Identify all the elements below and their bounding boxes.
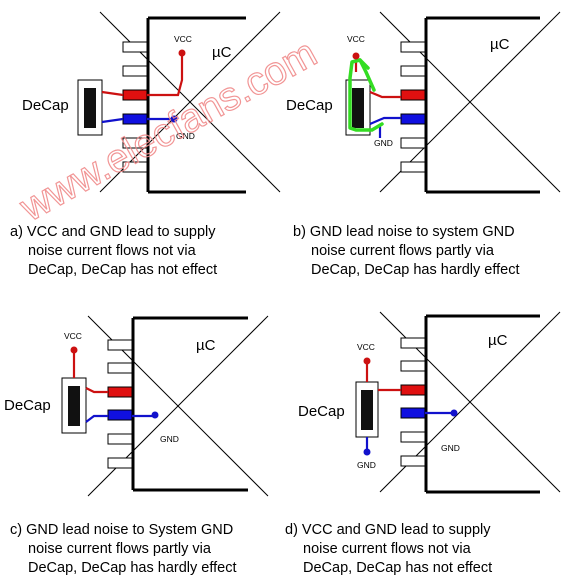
ic-pins: [107, 339, 133, 469]
vcc-node: [70, 346, 78, 354]
caption-line: d) VCC and GND lead to supply: [285, 522, 491, 538]
decap-capacitor: [355, 381, 379, 438]
ic-pins: [400, 337, 426, 467]
panel-b: VCC GND µC DeCap b) GND lead noise to sy…: [286, 11, 561, 278]
gnd-node: [151, 411, 159, 419]
gnd-label: GND: [374, 138, 393, 148]
caption-c: c) GND lead noise to System GND noise cu…: [10, 522, 237, 576]
uc-label: µC: [212, 44, 232, 61]
caption-a: a) VCC and GND lead to supply noise curr…: [10, 224, 217, 278]
caption-line: DeCap, DeCap has not effect: [28, 262, 217, 278]
traces: [101, 55, 184, 124]
microcontroller-body: [379, 11, 561, 194]
gnd-label: GND: [176, 131, 195, 141]
caption-line: DeCap, DeCap has hardly effect: [311, 262, 520, 278]
vcc-node: [178, 49, 186, 57]
caption-line: DeCap, DeCap has hardly effect: [28, 560, 237, 576]
ic-pins: [122, 41, 148, 173]
uc-label: µC: [490, 36, 510, 53]
caption-line: noise current flows not via: [28, 243, 197, 259]
caption-line: noise current flows not via: [303, 541, 472, 557]
decap-label: DeCap: [22, 97, 69, 114]
caption-line: DeCap, DeCap has not effect: [303, 560, 492, 576]
caption-line: c) GND lead noise to System GND: [10, 522, 233, 538]
vcc-label: VCC: [357, 342, 375, 352]
watermark: www.elecfans.com: [12, 31, 324, 231]
vcc-label: VCC: [64, 331, 82, 341]
decap-label: DeCap: [4, 397, 51, 414]
vcc-label: VCC: [347, 34, 365, 44]
gnd-node: [450, 409, 458, 417]
vcc-node: [363, 357, 371, 365]
caption-line: b) GND lead noise to system GND: [293, 224, 515, 240]
caption-b: b) GND lead noise to system GND noise cu…: [293, 224, 520, 278]
decap-capacitor: [77, 79, 103, 136]
traces: [72, 352, 153, 423]
panel-c: VCC GND µC DeCap c) GND lead noise to Sy…: [4, 315, 269, 576]
gnd-node: [363, 448, 371, 456]
decap-label: DeCap: [298, 403, 345, 420]
caption-line: noise current flows partly via: [28, 541, 212, 557]
panel-a: VCC GND µC DeCap a) VCC and GND lead to …: [10, 11, 281, 278]
caption-line: noise current flows partly via: [311, 243, 495, 259]
decap-capacitor: [61, 377, 87, 434]
caption-line: a) VCC and GND lead to supply: [10, 224, 216, 240]
vcc-node: [352, 52, 360, 60]
traces: [365, 364, 452, 450]
uc-label: µC: [196, 337, 216, 354]
uc-label: µC: [488, 332, 508, 349]
vcc-label: VCC: [174, 34, 192, 44]
gnd-node: [170, 115, 178, 123]
ic-pins: [400, 41, 426, 173]
noise-current-path: [348, 58, 384, 132]
panel-d: VCC GND GND µC DeCap d) VCC and GND lead…: [285, 311, 561, 576]
caption-d: d) VCC and GND lead to supply noise curr…: [285, 522, 492, 576]
decap-label: DeCap: [286, 97, 333, 114]
gnd-label: GND: [357, 460, 376, 470]
gnd-label: GND: [441, 443, 460, 453]
microcontroller-body: [379, 311, 561, 494]
gnd-label: GND: [160, 434, 179, 444]
